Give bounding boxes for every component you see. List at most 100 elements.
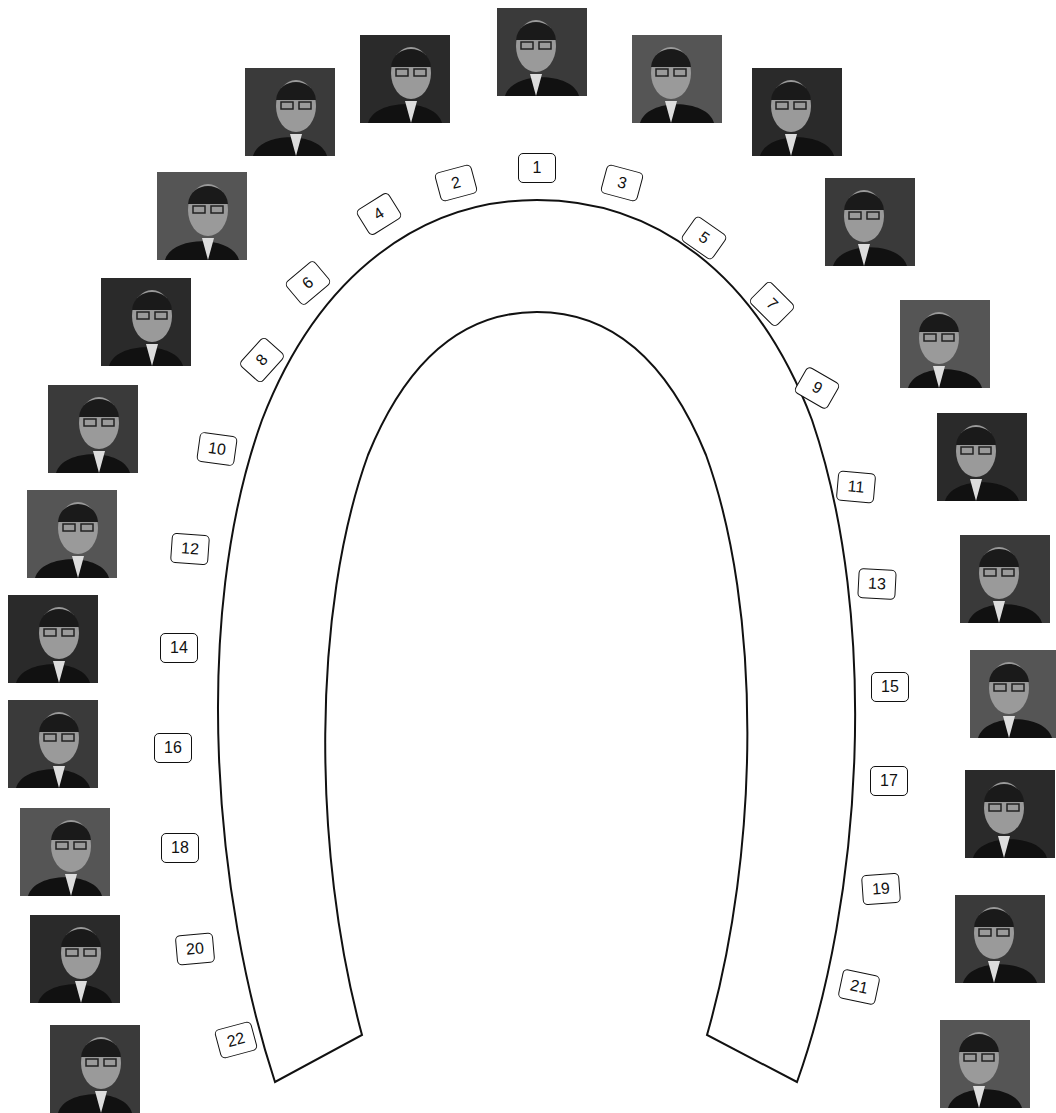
seat-number-box: 14: [160, 633, 198, 663]
photo-body: [28, 877, 102, 896]
photo-hair: [844, 192, 884, 210]
photo-ground: [825, 178, 915, 266]
photo-shirt: [1003, 716, 1015, 738]
photo-shirt: [53, 661, 65, 683]
seat-number-box: 20: [175, 932, 215, 965]
photo-ground: [8, 595, 98, 683]
photo-hair: [276, 82, 316, 100]
photo-shirt: [75, 981, 87, 1003]
seat-number: 10: [207, 440, 227, 458]
photo-glasses: [521, 42, 533, 49]
photo-glasses: [849, 212, 861, 219]
seat-number: 12: [181, 540, 200, 557]
photo-face: [276, 80, 316, 132]
photo-body: [56, 454, 130, 473]
photo-ground: [970, 650, 1056, 738]
photo-hair: [188, 186, 228, 204]
photo-shirt: [785, 134, 797, 156]
photo-body: [833, 247, 907, 266]
photo-glasses: [44, 734, 56, 741]
seat-number: 22: [225, 1030, 246, 1050]
photo-shirt: [290, 134, 302, 156]
photo-body: [973, 839, 1047, 858]
photo-ground: [245, 68, 335, 156]
seat-number-box: 11: [836, 470, 876, 503]
photo-face: [919, 312, 959, 364]
seat-number-box: 6: [284, 259, 332, 306]
photo-hair: [61, 929, 101, 947]
photo-shirt: [95, 1091, 107, 1113]
photo-glasses: [63, 524, 75, 531]
seat-number: 9: [809, 379, 825, 397]
photo-ground: [960, 535, 1050, 623]
photo-glasses: [81, 524, 93, 531]
photo-face: [391, 47, 431, 99]
photo-glasses: [979, 929, 991, 936]
photo-shirt: [858, 244, 870, 266]
photo-face: [81, 1037, 121, 1089]
photo-face: [979, 547, 1019, 599]
portrait-photo: [50, 1025, 140, 1113]
photo-ground: [752, 68, 842, 156]
seat-number: 18: [171, 840, 189, 856]
seat-number-box: 12: [170, 533, 210, 566]
seat-number-box: 8: [238, 336, 286, 384]
photo-ground: [8, 700, 98, 788]
photo-ground: [50, 1025, 140, 1113]
photo-body: [963, 964, 1037, 983]
photo-body: [253, 137, 327, 156]
portrait-photo: [30, 915, 120, 1003]
portrait-photo: [752, 68, 842, 156]
photo-hair: [39, 609, 79, 627]
seat-number-box: 1: [518, 153, 556, 183]
seat-number-box: 7: [748, 280, 796, 328]
seat-number: 3: [616, 174, 629, 192]
photo-glasses: [86, 1059, 98, 1066]
portrait-photos: [8, 8, 1056, 1113]
seat-number: 19: [872, 880, 891, 897]
seat-number: 20: [185, 940, 204, 957]
seat-number: 21: [849, 977, 870, 996]
photo-face: [771, 80, 811, 132]
photo-hair: [516, 22, 556, 40]
photo-glasses: [924, 334, 936, 341]
photo-ground: [360, 35, 450, 123]
photo-body: [368, 104, 442, 123]
photo-glasses: [776, 102, 788, 109]
photo-hair: [974, 909, 1014, 927]
photo-glasses: [137, 312, 149, 319]
photo-face: [959, 1032, 999, 1084]
photo-glasses: [867, 212, 879, 219]
seat-number-box: 10: [196, 432, 238, 467]
photo-glasses: [102, 419, 114, 426]
photo-glasses: [414, 69, 426, 76]
photo-ground: [940, 1020, 1030, 1108]
photo-hair: [984, 784, 1024, 802]
photo-shirt: [933, 366, 945, 388]
photo-glasses: [84, 949, 96, 956]
photo-ground: [27, 490, 117, 578]
portrait-photo: [970, 650, 1056, 738]
photo-hair: [132, 292, 172, 310]
photo-glasses: [44, 629, 56, 636]
seat-number: 16: [164, 740, 182, 756]
photo-glasses: [66, 949, 78, 956]
seat-number: 17: [880, 773, 898, 789]
photo-face: [132, 290, 172, 342]
portrait-photo: [48, 385, 138, 473]
photo-body: [35, 559, 109, 578]
photo-face: [844, 190, 884, 242]
photo-face: [188, 184, 228, 236]
seat-number-box: 17: [870, 766, 908, 796]
photo-hair: [81, 1039, 121, 1057]
photo-face: [956, 425, 996, 477]
photo-hair: [956, 427, 996, 445]
photo-face: [39, 712, 79, 764]
portrait-photo: [27, 490, 117, 578]
photo-hair: [919, 314, 959, 332]
photo-glasses: [396, 69, 408, 76]
portrait-photo: [245, 68, 335, 156]
photo-body: [945, 482, 1019, 501]
photo-glasses: [674, 69, 686, 76]
photo-ground: [101, 278, 191, 366]
